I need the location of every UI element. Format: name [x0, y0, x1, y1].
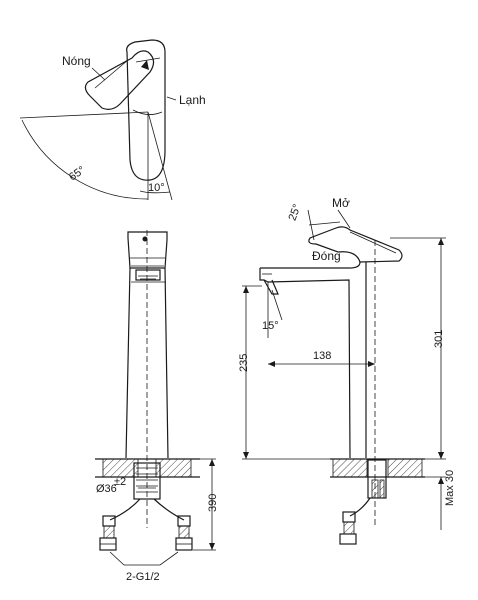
- hot-label: Nóng: [62, 54, 91, 68]
- lift-angle-label: 25°: [287, 203, 304, 223]
- handle-top-outline: [126, 39, 166, 181]
- cold-label: Lạnh: [179, 93, 206, 107]
- rotation-angle-label: 65°: [67, 164, 88, 183]
- hose-fitting-left: [99, 515, 117, 551]
- side-body: [259, 261, 367, 459]
- side-deck-right: [387, 458, 423, 478]
- tilt-angle-label: 10°: [148, 182, 165, 194]
- side-lever: [308, 226, 403, 263]
- front-deck-right: [155, 458, 192, 478]
- top-view: Nóng Lạnh 65° 10°: [19, 39, 206, 201]
- hole-tolerance-label: ±2: [114, 476, 126, 488]
- handle-hot-position: [84, 50, 155, 110]
- front-view: 390 Ø36 ±2 2-G1/2: [95, 230, 219, 583]
- total-height-label: 301: [433, 330, 445, 348]
- max-deck-label: Max 30: [444, 470, 456, 506]
- spout-reach-label: 138: [313, 350, 331, 362]
- hot-hose: [109, 498, 141, 521]
- rotation-arc: [21, 119, 149, 200]
- side-deck-left: [332, 458, 368, 478]
- spout-height-label: 235: [238, 354, 250, 372]
- hose-fitting-right: [175, 515, 193, 551]
- front-body: [125, 267, 169, 459]
- connection-label: 2-G1/2: [126, 571, 160, 583]
- spout-angle-label: 15°: [262, 320, 279, 332]
- front-deck-left: [102, 458, 139, 478]
- hose-length-label: 390: [207, 494, 219, 512]
- side-hose-fitting: [339, 511, 357, 545]
- cold-hose: [153, 498, 185, 521]
- front-logo-icon: [142, 236, 148, 242]
- indicator-mark-icon: [141, 60, 149, 70]
- hole-diameter-label: Ø36: [96, 483, 117, 495]
- side-view: 25° Mở Đóng 15° 235: [238, 196, 456, 545]
- front-handle: [127, 231, 168, 269]
- open-label: Mở: [332, 196, 350, 210]
- closed-label: Đóng: [312, 249, 341, 263]
